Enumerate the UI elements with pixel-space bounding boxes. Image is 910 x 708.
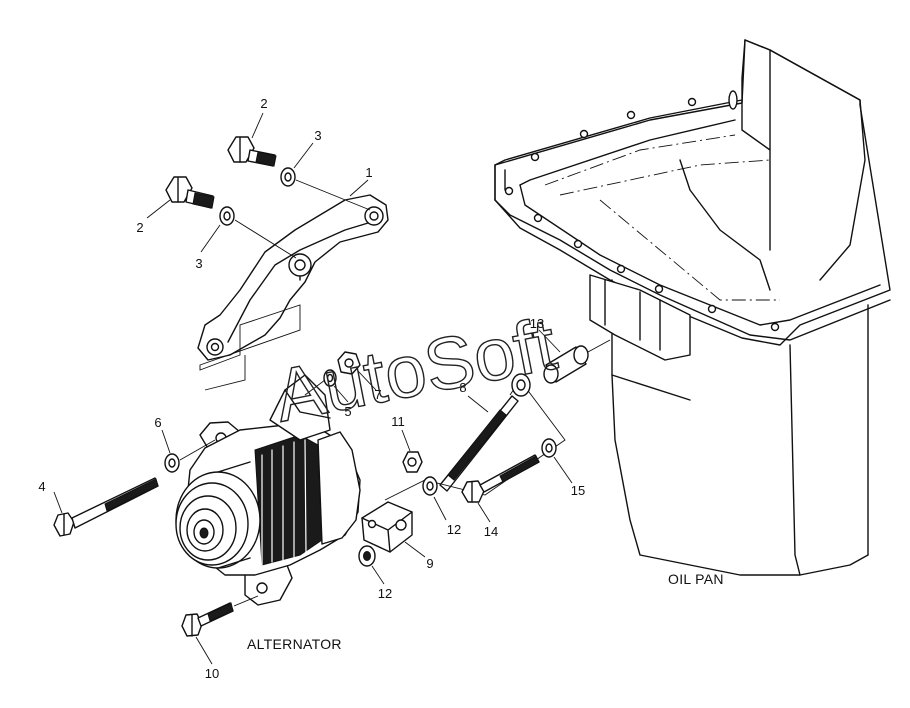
flange-hole	[530, 152, 540, 162]
callout-12-upper: 12	[447, 522, 461, 537]
bolt-2-lower	[165, 176, 215, 209]
nut-11	[402, 451, 423, 473]
flange-hole	[687, 97, 697, 107]
callout-leaders	[53, 112, 573, 665]
flange-hole	[579, 129, 589, 139]
alternator-caption: ALTERNATOR	[247, 636, 342, 652]
bolt-14	[461, 454, 540, 503]
callout-5: 5	[344, 404, 351, 419]
flange-hole	[616, 264, 626, 274]
callout-8: 8	[459, 380, 466, 395]
callout-4: 4	[38, 479, 45, 494]
flange-hole	[626, 110, 636, 120]
callout-14: 14	[484, 524, 498, 539]
flange-hole	[707, 304, 717, 314]
adjusting-block-9	[361, 501, 413, 553]
flange-hole	[770, 322, 780, 332]
flange-hole	[504, 186, 514, 196]
washer-12-lower	[358, 545, 376, 567]
callout-7: 7	[374, 387, 381, 402]
spacer-13	[543, 339, 611, 384]
callout-13: 13	[530, 316, 544, 331]
flange-hole	[533, 213, 543, 223]
watermark: AutoSoft	[268, 302, 563, 438]
alternator-bracket-1	[197, 194, 389, 391]
washer-3-lower	[219, 206, 297, 259]
callout-3-lower: 3	[195, 256, 202, 271]
callout-2-upper: 2	[260, 96, 267, 111]
washer-12-upper	[422, 476, 438, 496]
washer-6	[164, 439, 216, 473]
washer-5	[323, 369, 337, 387]
flange-hole	[654, 284, 664, 294]
bolt-2-upper	[227, 136, 277, 167]
oil-pan-caption: OIL PAN	[668, 571, 724, 587]
oil-pan-drawing	[494, 39, 891, 576]
washer-15	[541, 438, 557, 458]
callout-3-upper: 3	[314, 128, 321, 143]
spacer-13a	[511, 373, 531, 397]
alternator-drawing	[175, 374, 361, 606]
callout-2-lower: 2	[136, 220, 143, 235]
callout-10: 10	[205, 666, 219, 681]
bolt-10	[181, 595, 259, 637]
flange-hole	[573, 239, 583, 249]
callout-9: 9	[426, 556, 433, 571]
callout-numbers: 2 3 1 2 3 4 6 5 7 8 9 10 11 12 12 13 14 …	[38, 96, 585, 681]
washer-3-upper	[280, 167, 371, 211]
bolt-4	[53, 477, 159, 537]
callout-11: 11	[391, 414, 405, 429]
callout-12-lower: 12	[378, 586, 392, 601]
callout-1: 1	[365, 165, 372, 180]
callout-15: 15	[571, 483, 585, 498]
callout-6: 6	[154, 415, 161, 430]
oil-pan-port	[728, 90, 738, 110]
nut-7	[304, 351, 361, 396]
